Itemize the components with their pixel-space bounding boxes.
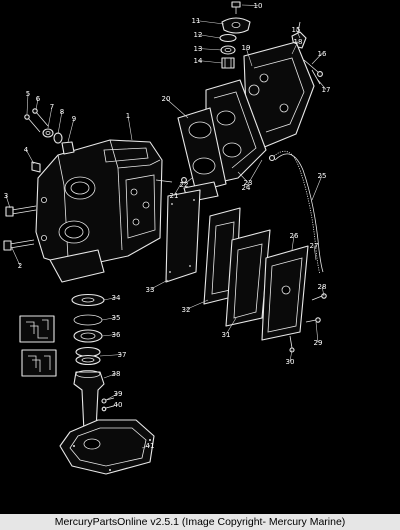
callout-leader xyxy=(245,159,263,188)
callout-number: 21 xyxy=(170,192,179,200)
callout-leader xyxy=(241,4,259,6)
callout-number: 3 xyxy=(4,192,8,200)
callout-leader xyxy=(245,47,253,67)
callout-leader xyxy=(101,334,117,337)
callout-leader xyxy=(317,79,327,90)
callout-leader xyxy=(165,98,189,119)
callout-number: 29 xyxy=(314,339,323,347)
callout-leader xyxy=(25,149,35,165)
callout-leader xyxy=(5,195,11,209)
callout-leader xyxy=(149,279,169,290)
callout-number: 9 xyxy=(72,115,76,123)
callout-number: 12 xyxy=(194,31,203,39)
callout-leader xyxy=(185,299,209,310)
callout-number: 8 xyxy=(60,108,64,116)
callout-leader xyxy=(47,106,53,129)
exhaust-covers xyxy=(155,41,315,203)
callout-number: 37 xyxy=(118,351,127,359)
callout-leader xyxy=(311,53,323,65)
callout-number: 19 xyxy=(242,44,251,52)
callout-leader xyxy=(291,41,299,55)
callout-number: 33 xyxy=(146,286,155,294)
callout-number: 26 xyxy=(290,232,299,240)
seal-stack xyxy=(71,293,115,433)
callout-number: 6 xyxy=(36,95,41,103)
callout-number: 22 xyxy=(180,181,189,189)
callout-number: 4 xyxy=(24,146,29,154)
callout-number: 10 xyxy=(254,2,263,10)
callout-leader xyxy=(295,29,301,39)
callout-leader xyxy=(197,60,223,64)
callout-number: 38 xyxy=(112,370,121,378)
callout-leader xyxy=(197,34,221,39)
callout-leader xyxy=(225,317,237,335)
callout-leader xyxy=(315,321,319,343)
callout-number: 16 xyxy=(318,50,327,58)
callout-number: 5 xyxy=(26,90,30,98)
callout-leader xyxy=(105,393,119,401)
callout-number: 35 xyxy=(112,314,121,322)
bottom-gasket xyxy=(59,419,155,475)
callout-leader xyxy=(321,286,325,297)
callout-leader xyxy=(103,373,117,379)
callout-number: 15 xyxy=(292,26,301,34)
callout-number: 36 xyxy=(112,331,121,339)
left-hardware xyxy=(3,108,75,251)
callout-number: 17 xyxy=(322,86,331,94)
callout-number: 23 xyxy=(244,179,253,187)
callout-leader xyxy=(105,404,119,409)
callout-leader xyxy=(289,349,293,362)
copyright-footer: MercuryPartsOnline v2.5.1 (Image Copyrig… xyxy=(0,514,400,530)
callout-number: 14 xyxy=(194,57,203,65)
callout-number: 27 xyxy=(310,242,319,250)
callout-leader xyxy=(57,111,63,135)
callout-number: 31 xyxy=(222,331,231,339)
exploded-parts-diagram: 1234567891011121314151617181920212223242… xyxy=(3,1,331,475)
water-hose xyxy=(268,150,324,275)
seal-detail-insets xyxy=(19,315,57,377)
callout-number: 25 xyxy=(318,172,327,180)
callout-number: 1 xyxy=(126,112,130,120)
callout-number: 28 xyxy=(318,283,327,291)
callout-number: 2 xyxy=(18,262,22,270)
callout-leader xyxy=(313,245,317,261)
callout-number: 7 xyxy=(50,103,54,111)
callout-number: 18 xyxy=(294,38,303,46)
callout-leader xyxy=(311,175,323,201)
callout-number: 34 xyxy=(112,294,121,302)
cylinder-block xyxy=(35,139,163,283)
callout-number: 11 xyxy=(192,17,201,25)
thermostat-stack xyxy=(219,1,323,85)
callout-leader xyxy=(101,317,117,321)
callout-number: 24 xyxy=(242,184,251,192)
callout-leader xyxy=(291,235,295,251)
callout-leader xyxy=(26,93,29,115)
callout-leader xyxy=(195,20,225,25)
cover-plates xyxy=(165,189,327,353)
callout-leader xyxy=(127,115,133,141)
callout-number: 32 xyxy=(182,306,191,314)
callout-number: 30 xyxy=(286,358,295,366)
callout-leader xyxy=(173,181,183,196)
callout-leader xyxy=(237,171,249,183)
callout-leader xyxy=(35,98,39,111)
callout-leader xyxy=(197,48,223,51)
callout-leader xyxy=(141,445,151,449)
callout-leader xyxy=(99,354,123,357)
callout-number: 41 xyxy=(146,442,155,450)
callout-leader xyxy=(103,297,117,301)
callout-number: 20 xyxy=(162,95,171,103)
callout-number: 40 xyxy=(114,401,123,409)
callout-leader xyxy=(183,177,193,185)
callout-number: 39 xyxy=(114,390,123,398)
callout-number: 13 xyxy=(194,45,203,53)
callout-leader xyxy=(67,118,75,143)
callout-leader xyxy=(11,247,21,266)
